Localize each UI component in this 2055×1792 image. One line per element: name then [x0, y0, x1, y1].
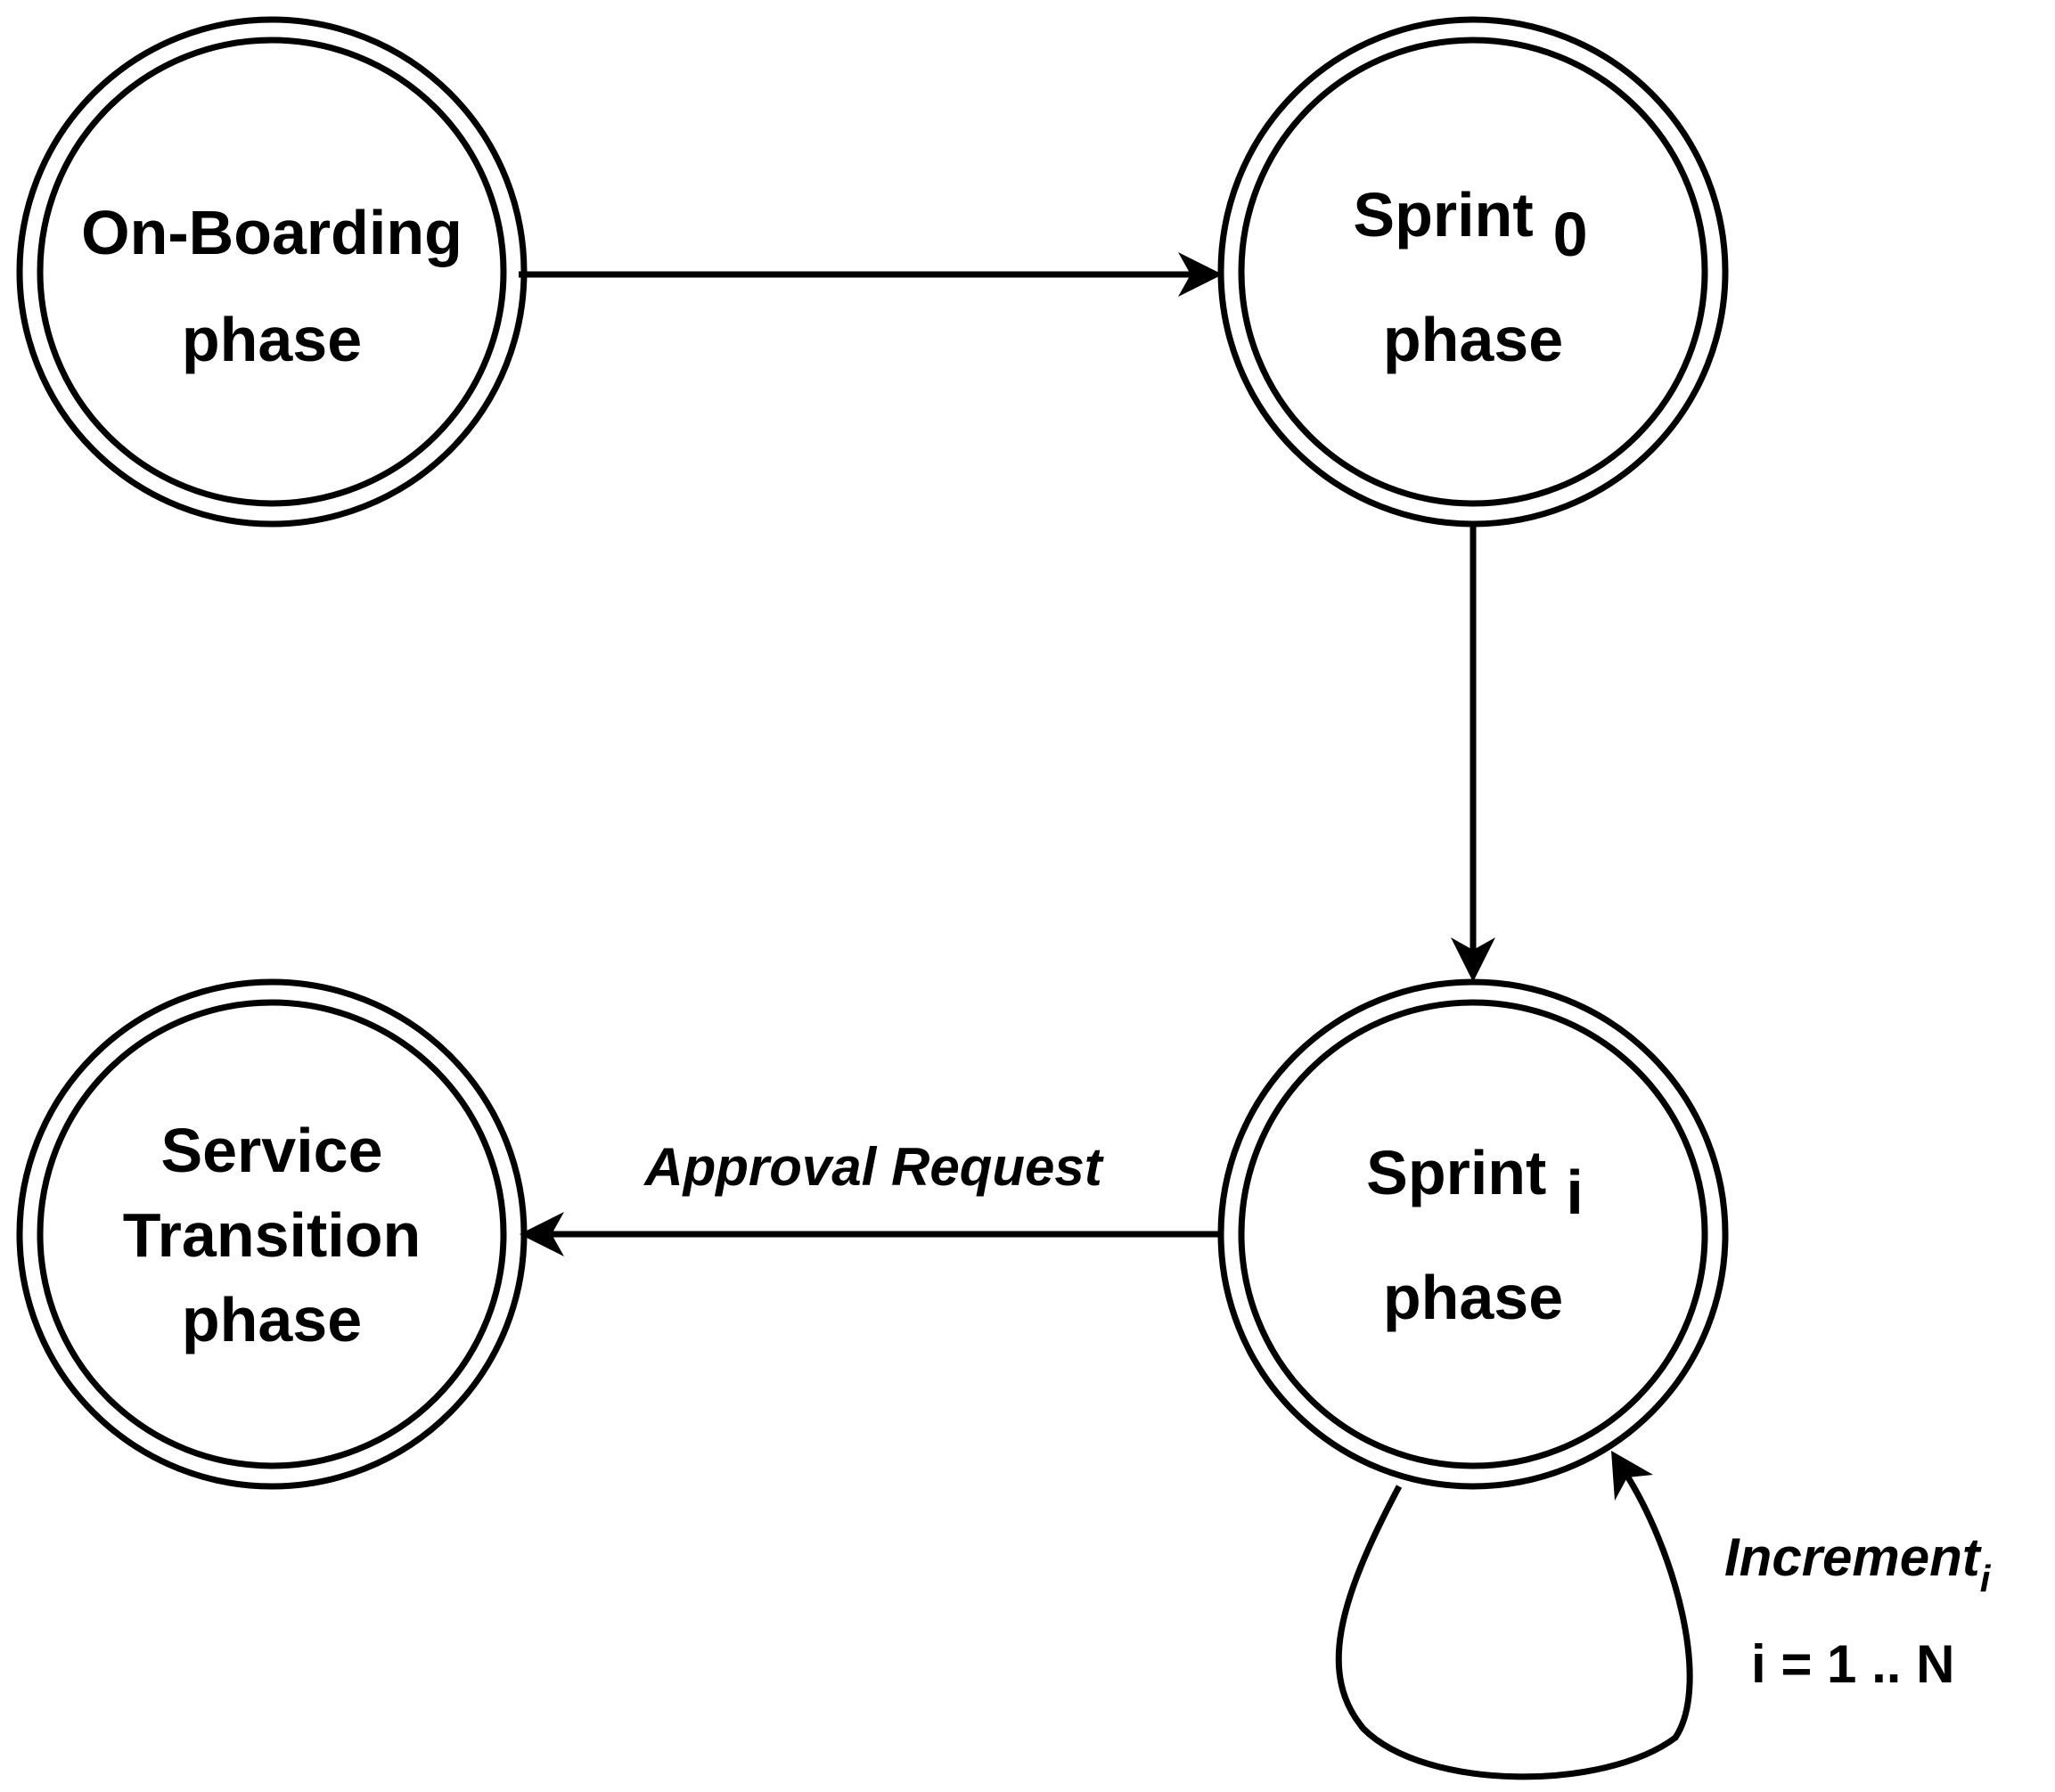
onboarding-label-line1: On-Boarding: [81, 198, 463, 267]
sprint0-outer-ring: [1217, 16, 1729, 528]
sprinti-inner-ring: [1238, 999, 1708, 1469]
sprinti-label-word: Sprint: [1366, 1138, 1546, 1207]
edge-sprint0-to-sprinti: [1451, 524, 1495, 982]
arrowhead-loop-icon: [1611, 1451, 1653, 1501]
loop-range-label: i = 1 .. N: [1751, 1634, 1954, 1694]
service-inner-ring: [37, 999, 507, 1469]
sprint0-inner-ring: [1238, 37, 1708, 507]
edge-onboarding-to-sprint0: [519, 252, 1223, 297]
service-label-line2: Transition: [123, 1200, 421, 1270]
sprint0-label-word: Sprint: [1353, 180, 1533, 250]
node-service-transition-phase[interactable]: Service Transition phase: [16, 978, 528, 1490]
approval-request-label: Approval Request: [643, 1137, 1104, 1197]
sprinti-outer-ring: [1217, 978, 1729, 1490]
arrowhead-right-icon: [1178, 252, 1223, 297]
arrowhead-left-icon: [520, 1212, 564, 1256]
increment-label: Incrementi: [1724, 1527, 1992, 1600]
edge-sprinti-self-loop: Incrementi i = 1 .. N: [1335, 1451, 1992, 1780]
node-sprint-0-phase[interactable]: Sprint 0 phase: [1217, 16, 1729, 528]
self-loop-path: [1335, 1469, 1693, 1780]
sprinti-label-subscript: i: [1566, 1158, 1583, 1227]
increment-label-subscript: i: [1980, 1558, 1992, 1600]
onboarding-label-line2: phase: [182, 305, 362, 374]
edge-sprinti-to-service: Approval Request: [520, 1137, 1221, 1256]
node-onboarding-phase[interactable]: On-Boarding phase: [16, 16, 528, 528]
onboarding-outer-ring: [16, 16, 528, 528]
increment-label-word: Increment: [1724, 1527, 1983, 1587]
onboarding-inner-ring: [37, 37, 507, 507]
sprint0-label-line2: phase: [1383, 305, 1563, 374]
service-label-line3: phase: [182, 1285, 362, 1354]
arrowhead-down-icon: [1451, 937, 1495, 982]
service-label-line1: Service: [160, 1116, 382, 1185]
sprint0-label-subscript: 0: [1553, 200, 1588, 269]
sprinti-label-line2: phase: [1383, 1263, 1563, 1332]
sprint0-label-line1: Sprint 0: [1353, 180, 1587, 269]
